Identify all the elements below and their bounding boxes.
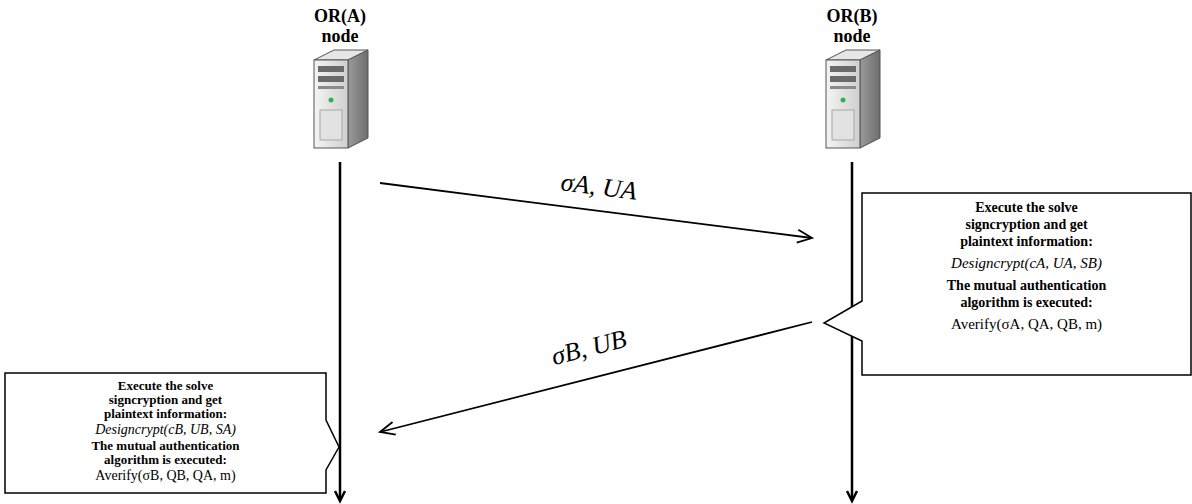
callout-border xyxy=(5,373,339,493)
callout-note: Execute the solve signcryption and get p… xyxy=(86,379,246,421)
message-line xyxy=(380,322,812,432)
callout-border xyxy=(824,193,1191,375)
callout-box: Execute the solve signcryption and get p… xyxy=(862,193,1191,375)
message-label: σA, UA xyxy=(556,167,642,207)
node-title: OR(A) node xyxy=(305,2,375,46)
callout-content: Execute the solve signcryption and get p… xyxy=(862,193,1191,344)
callout-box: Execute the solve signcryption and get p… xyxy=(5,373,326,493)
callout-note: Execute the solve signcryption and get p… xyxy=(942,199,1112,250)
callout-formula: Averify(σB, QB, QA, m) xyxy=(13,468,318,484)
node-title: OR(B) node xyxy=(817,2,887,46)
callout-formula: Designcrypt(cB, UB, SA) xyxy=(13,422,318,438)
callout-formula: Designcrypt(cA, UA, SB) xyxy=(870,254,1183,273)
server-icon xyxy=(314,50,368,148)
server-icon xyxy=(826,50,880,148)
callout-formula: Averify(σA, QA, QB, m) xyxy=(870,315,1183,334)
callout-note: The mutual authentication algorithm is e… xyxy=(86,439,246,467)
callout-note: The mutual authentication algorithm is e… xyxy=(942,277,1112,311)
arrow-head xyxy=(797,230,812,243)
message-label: σB, UB xyxy=(545,323,632,372)
callout-content: Execute the solve signcryption and get p… xyxy=(5,373,326,491)
arrow-head xyxy=(380,422,396,435)
message-arrow xyxy=(380,322,812,435)
